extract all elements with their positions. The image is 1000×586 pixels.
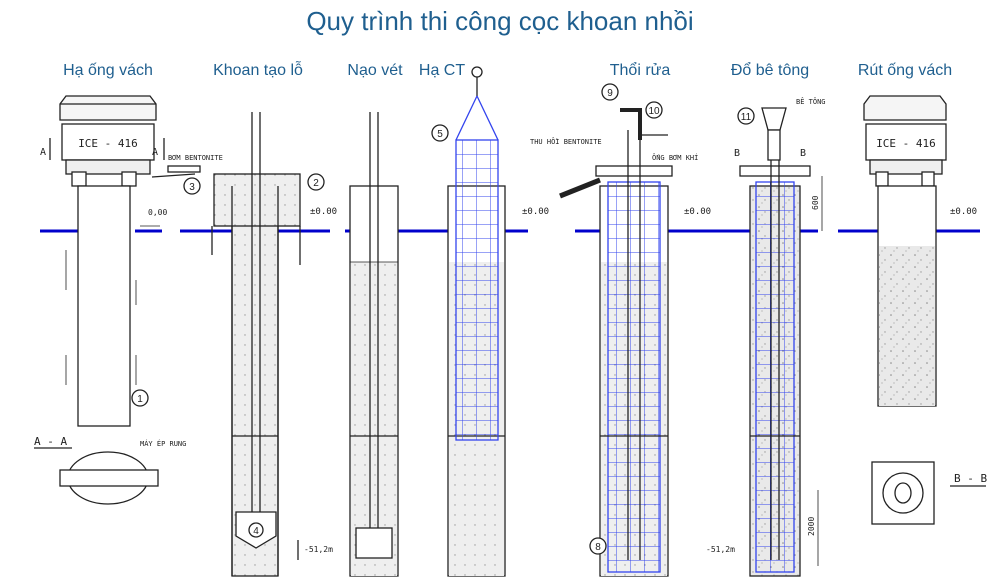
marker-1: 1	[137, 394, 143, 405]
section-a-left: A	[40, 147, 46, 158]
level-label: ±0.00	[310, 207, 337, 217]
step-6-concreting: 11 BÊ TÔNG B B 600 2000	[734, 97, 826, 577]
step-label-ha-ct: Hạ CT	[418, 62, 466, 79]
section-a-right: A	[152, 147, 158, 158]
step-4-rebar-cage: 5 ±0.00	[431, 66, 549, 577]
step-2-drilling: 4 3 2 ±0.00 -51,2m	[183, 112, 337, 577]
depth-label: -51,2m	[706, 545, 735, 554]
section-b-left: B	[734, 148, 740, 159]
diagram-title: Quy trình thi công cọc khoan nhồi	[306, 6, 694, 36]
step-label-rut-ong-vach: Rút ống vách	[857, 62, 953, 79]
depth-label: -51,2m	[304, 545, 333, 554]
marker-2: 2	[313, 178, 319, 189]
marker-8: 8	[595, 542, 601, 553]
step-7-withdraw: ICE - 416 ±0.00 B - B	[863, 95, 987, 525]
level-label: 0,00	[148, 208, 167, 217]
marker-5: 5	[437, 129, 443, 140]
section-bb-label: B - B	[954, 472, 987, 485]
step-3-cleaning	[349, 112, 399, 577]
step-label-do-be-tong: Đổ bê tông	[730, 62, 810, 79]
hammer-label: ICE - 416	[78, 137, 138, 150]
step-5-flushing: 9 10 8 THU HỒI BENTONITE ỐNG BƠM KHÍ ±0.…	[530, 83, 735, 577]
marker-10: 10	[648, 106, 660, 117]
hammer-label: ICE - 416	[876, 137, 936, 150]
section-aa-label: A - A	[34, 435, 67, 448]
step-label-ha-ong-vach: Hạ ống vách	[63, 62, 153, 79]
marker-9: 9	[607, 88, 613, 99]
air-pipe-label: ỐNG BƠM KHÍ	[652, 153, 698, 162]
step-label-thoi-rua: Thổi rửa	[609, 62, 671, 79]
bentonite-return-label: THU HỒI BENTONITE	[530, 137, 602, 146]
level-label: ±0.00	[684, 207, 711, 217]
dim-600-label: 600	[811, 195, 820, 210]
step-label-khoan-tao-lo: Khoan tạo lỗ	[213, 62, 303, 79]
step-label-nao-vet: Nạo vét	[347, 62, 403, 79]
vibro-label: MÁY ÉP RUNG	[140, 439, 186, 448]
concrete-label: BÊ TÔNG	[796, 97, 826, 106]
marker-4: 4	[253, 526, 259, 537]
dim-2000-label: 2000	[807, 517, 816, 536]
level-label: ±0.00	[522, 207, 549, 217]
marker-3: 3	[189, 182, 195, 193]
bentonite-pump-label: BƠM BENTONITE	[168, 154, 223, 162]
level-label: ±0.00	[950, 207, 977, 217]
step-1-casing: ICE - 416 A A BƠM BENTONITE 0,00 1 A - A…	[34, 95, 223, 505]
section-b-right: B	[800, 148, 806, 159]
marker-11: 11	[741, 112, 752, 123]
